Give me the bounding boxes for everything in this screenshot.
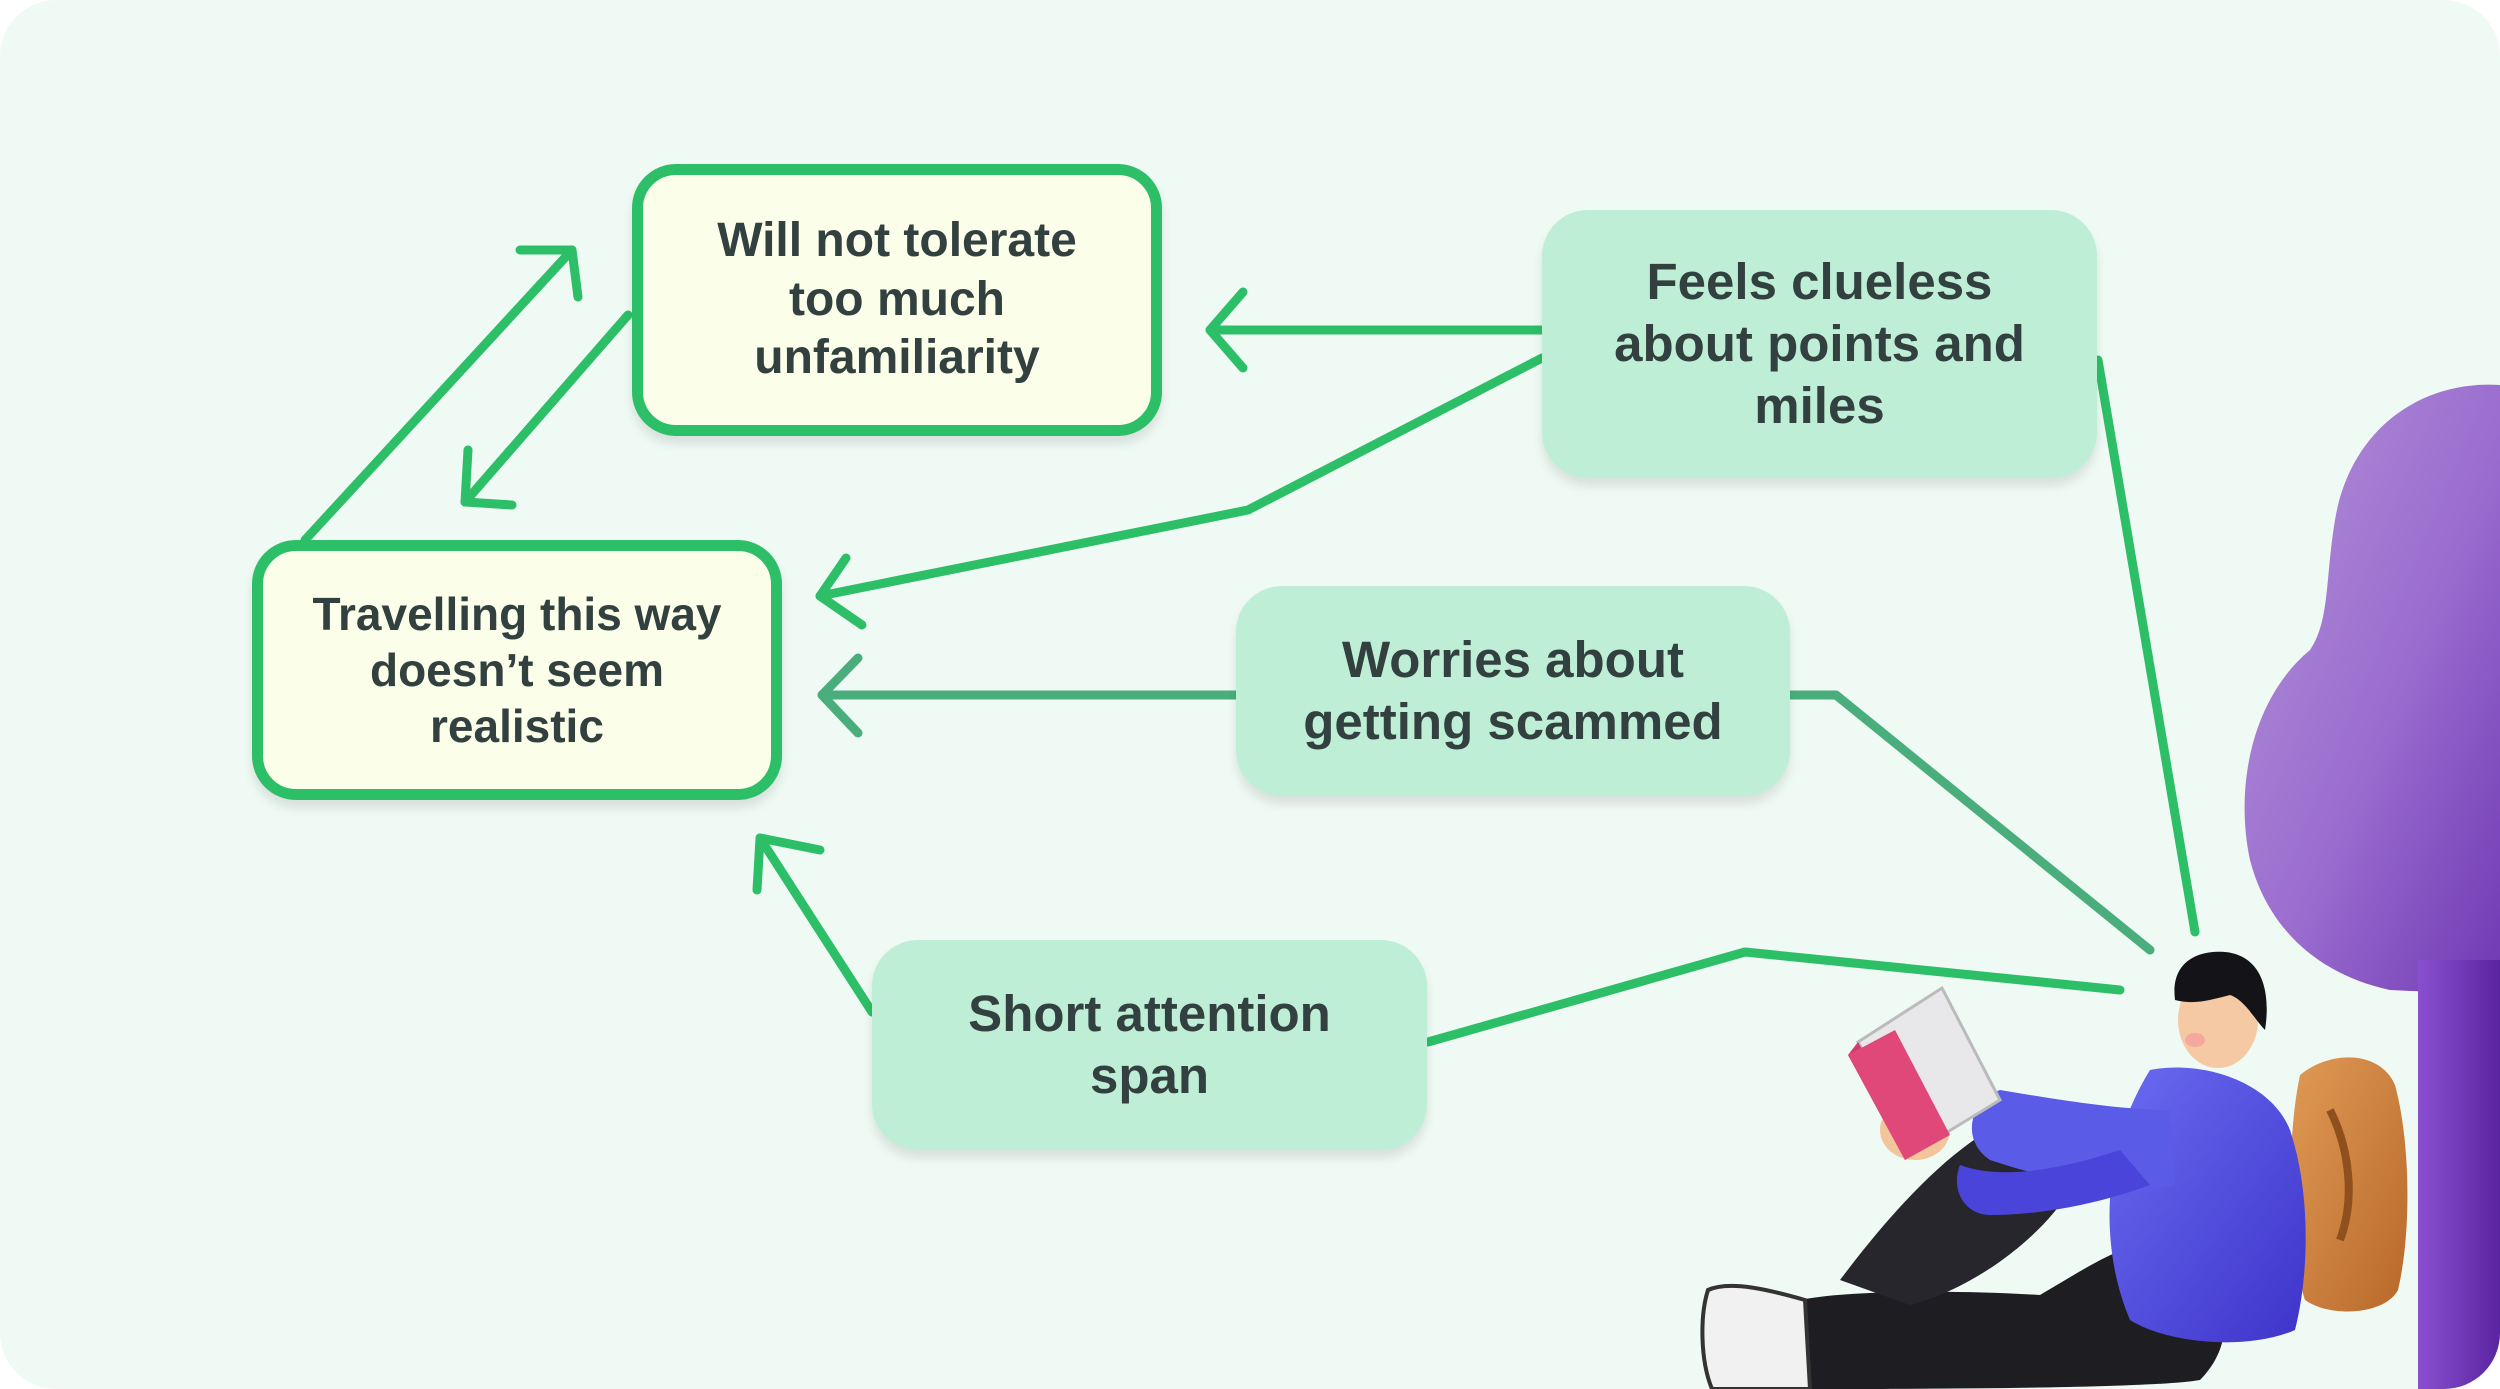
person-shoe [1700,1283,1813,1389]
arrowhead-travelling-to-tolerate [515,245,583,302]
arrow-short-to-travelling [755,833,877,1017]
tree-trunk [2418,960,2500,1389]
arrowhead-worries-to-travelling [817,653,863,738]
arrow-person-to-clueless [2093,355,2200,937]
arrowhead-tolerate-to-travelling [460,445,517,510]
arrowhead-clueless-to-tolerate [1205,287,1248,373]
node-travelling-realistic: Travelling this way doesn’t seem realist… [252,540,782,800]
backpack-strap [2326,1108,2353,1242]
person-forearm [1956,1150,2150,1215]
arrowhead-short-to-travelling [752,833,825,895]
arrow-person-to-short [1423,947,2125,1047]
node-short-attention: Short attention span [872,940,1427,1150]
node-worries-scammed-label: Worries about getting scammed [1303,630,1723,750]
node-feels-clueless-label: Feels clueless about points and miles [1614,252,2025,435]
person-cheek [2185,1033,2205,1047]
tree-crown [2244,384,2500,995]
arrowhead-clueless-to-travelling [815,553,867,630]
node-feels-clueless: Feels clueless about points and miles [1542,210,2097,478]
book-icon [1848,985,2002,1160]
node-travelling-realistic-label: Travelling this way doesn’t seem realist… [312,587,722,753]
person-hoodie [2109,1067,2306,1343]
arrow-clueless-to-travelling [815,353,1547,601]
arrow-travelling-to-tolerate [300,245,577,545]
node-worries-scammed: Worries about getting scammed [1236,586,1790,796]
arrow-person-to-worries [1785,690,2155,955]
person-hair [2174,951,2267,1030]
arrow-tolerate-to-travelling [460,310,633,507]
node-will-not-tolerate-label: Will not tolerate too much unfamiliarity [717,214,1077,385]
node-will-not-tolerate: Will not tolerate too much unfamiliarity [632,164,1162,436]
node-short-attention-label: Short attention span [968,984,1331,1104]
